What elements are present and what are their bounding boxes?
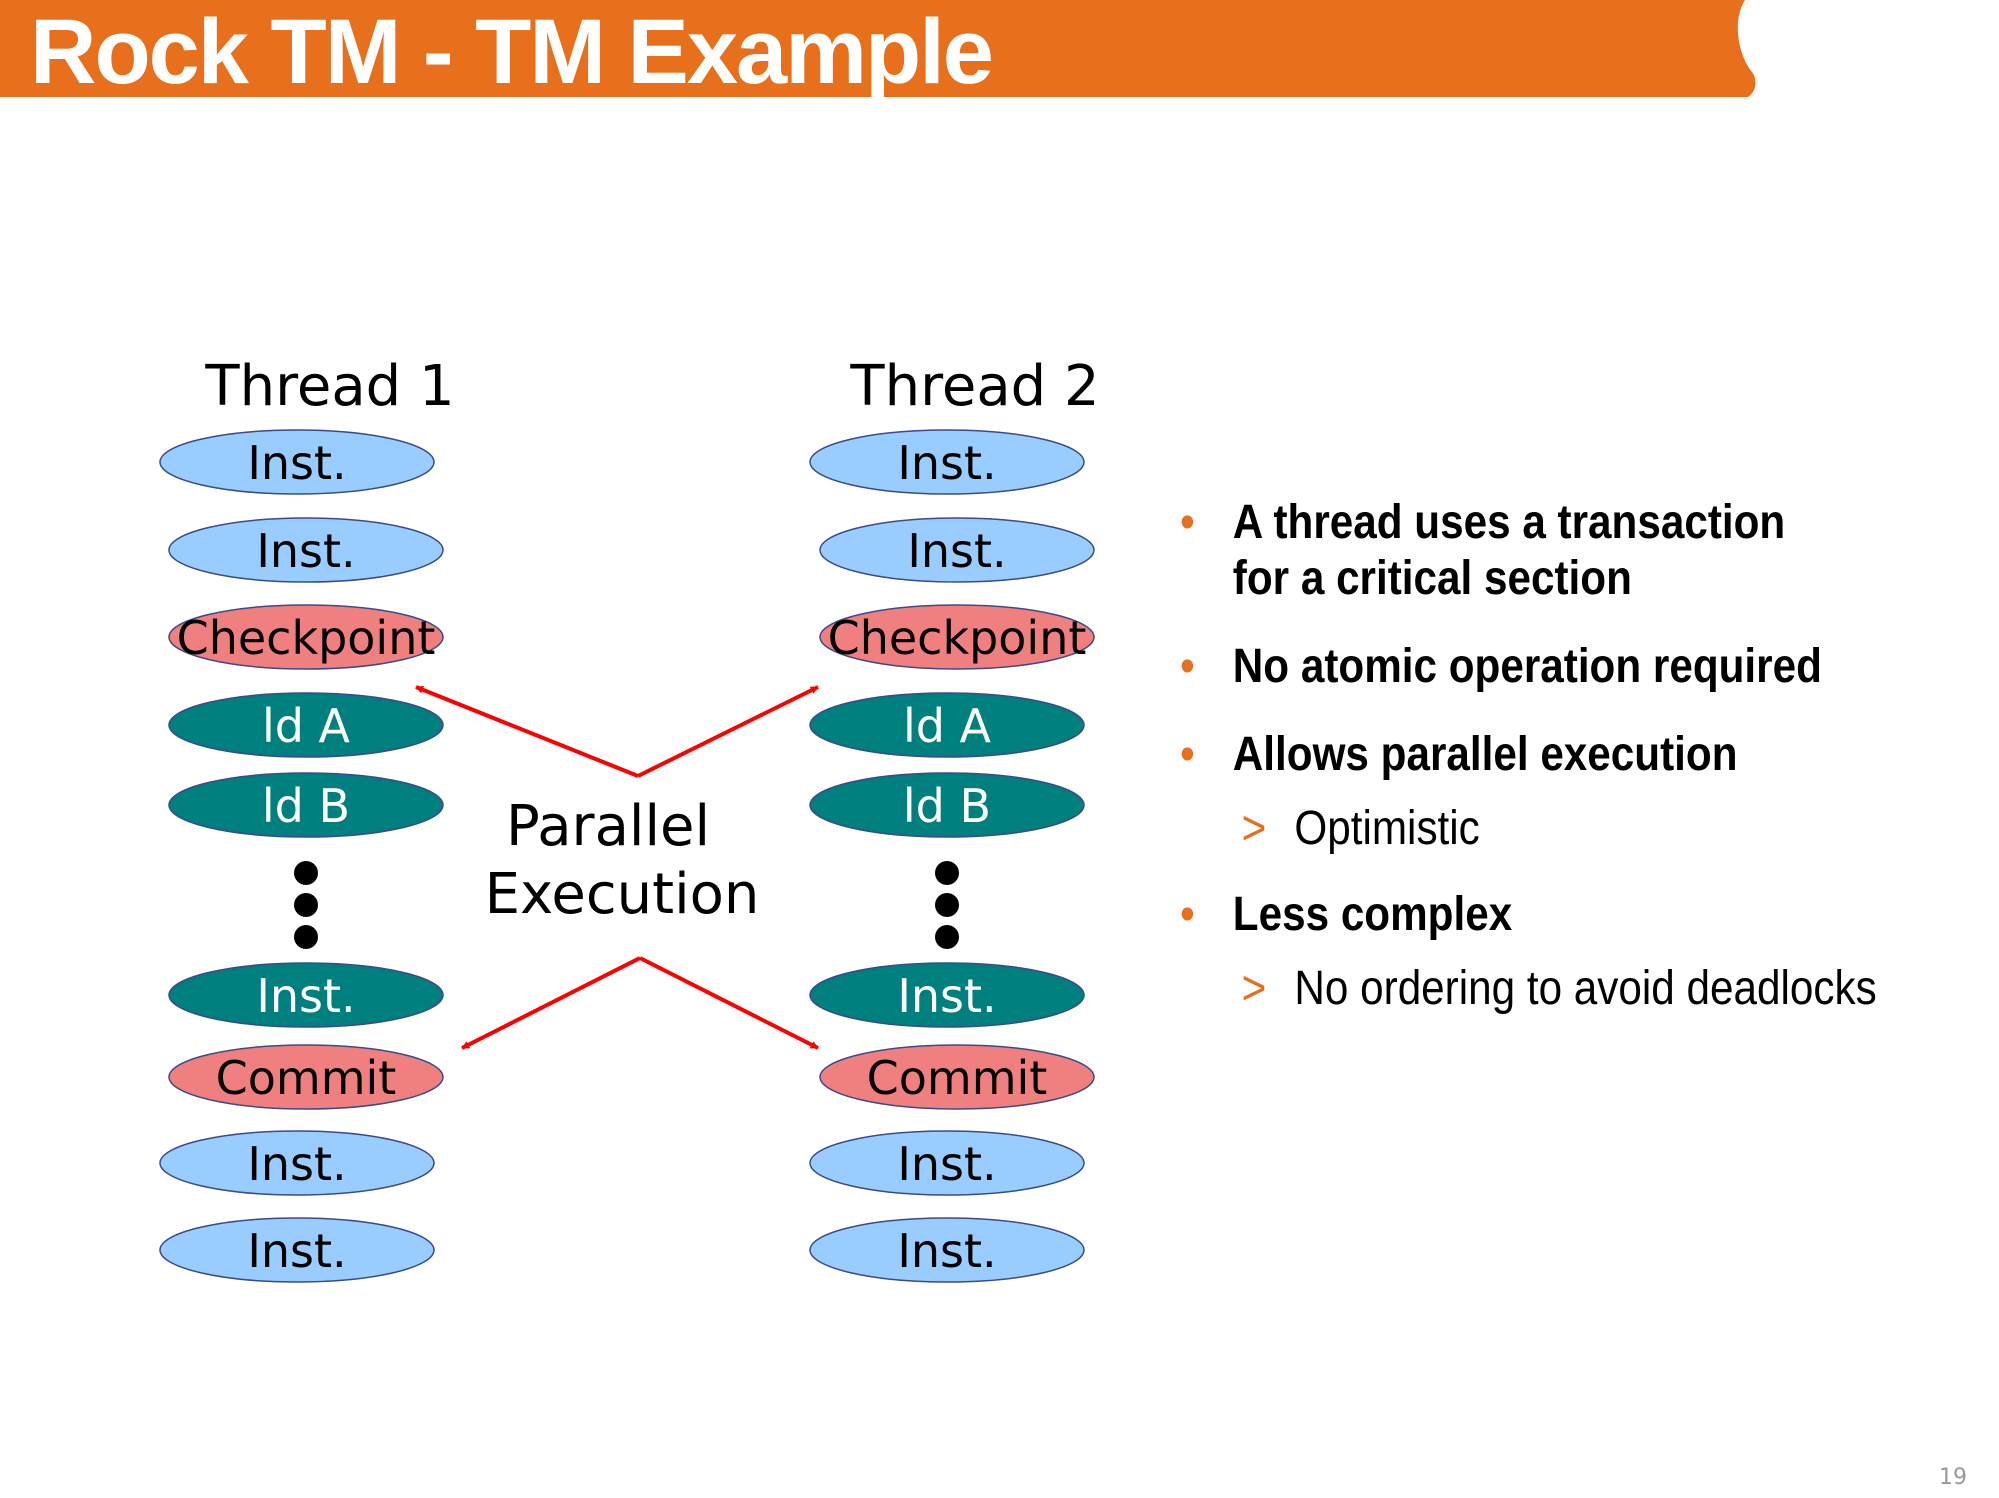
thread-2-load-label: ld A [903, 699, 992, 753]
bullet-item: • No atomic operation required [1180, 639, 1999, 695]
thread-2-ellipsis-dot [935, 925, 959, 949]
thread-1-inst-node [159, 429, 435, 495]
thread-1-load-label: ld A [262, 699, 351, 753]
thread-1: Thread 1 Inst. Inst. Checkpoint ld A ld B Inst… [159, 354, 455, 1283]
thread-1-ellipsis-dot [294, 861, 318, 885]
tm-diagram: Thread 1 Inst. Inst. Checkpoint ld A ld B Inst… [159, 354, 1100, 1283]
thread-2-load-node [809, 772, 1085, 838]
thread-2-load-node [809, 692, 1085, 758]
thread-1-checkpoint-node [168, 604, 444, 670]
thread-1-inst-node [159, 1217, 435, 1283]
arrow-to-checkpoint-2 [637, 685, 819, 778]
bullet-text: Allows parallel execution [1232, 728, 1738, 781]
thread-2-label: Thread 2 [849, 354, 1099, 419]
slide-title: Rock TM - TM Example [30, 1, 994, 103]
arrow-to-checkpoint-1 [415, 685, 639, 778]
thread-1-checkpoint-label: Checkpoint [177, 611, 436, 665]
thread-1-commit-label: Commit [216, 1051, 397, 1105]
thread-1-inst-label: Inst. [247, 1224, 346, 1278]
bullet-marker: • [1180, 728, 1195, 781]
title-bar [0, 0, 1756, 97]
thread-2-inst-label: Inst. [897, 436, 996, 490]
thread-2-load-label: ld B [903, 779, 991, 833]
arrows [415, 685, 819, 1050]
sub-bullet-text: Optimistic [1294, 802, 1480, 855]
thread-1-label: Thread 1 [204, 354, 454, 419]
thread-2-commit-node [819, 1044, 1095, 1110]
bullet-text: Less complex [1232, 888, 1513, 941]
thread-1-load-label: ld B [262, 779, 350, 833]
thread-1-load-node [168, 962, 444, 1028]
execution-label: Execution [485, 862, 760, 927]
thread-2-inst-node [809, 1130, 1085, 1196]
arrow-to-commit-1 [461, 956, 641, 1050]
sub-bullet-item: > Optimistic [1180, 801, 1999, 857]
thread-2-checkpoint-node [819, 604, 1095, 670]
thread-1-inst-label: Inst. [256, 524, 355, 578]
thread-2-inst-label: Inst. [897, 1224, 996, 1278]
thread-1-load-node [168, 692, 444, 758]
thread-2-ellipsis-dot [935, 861, 959, 885]
thread-1-inst-label: Inst. [247, 1137, 346, 1191]
thread-1-inst-node [168, 517, 444, 583]
thread-2-checkpoint-label: Checkpoint [828, 611, 1087, 665]
thread-1-load-node [168, 772, 444, 838]
thread-1-commit-node [168, 1044, 444, 1110]
bullet-marker: • [1180, 496, 1195, 549]
thread-2-load-node [809, 962, 1085, 1028]
thread-2-ellipsis-dot [935, 893, 959, 917]
bullet-item: • A thread uses a transaction for a criti… [1180, 495, 1849, 607]
thread-1-inst-label: Inst. [247, 436, 346, 490]
thread-1-load-label: Inst. [256, 969, 355, 1023]
thread-1-ellipsis-dot [294, 925, 318, 949]
arrow-to-commit-2 [639, 956, 819, 1050]
bullet-item: • Allows parallel execution [1180, 727, 1999, 783]
thread-1-inst-node [159, 1130, 435, 1196]
bullet-marker: • [1180, 888, 1195, 941]
thread-2-inst-label: Inst. [897, 1137, 996, 1191]
sub-bullet-text: No ordering to avoid deadlocks [1294, 962, 1877, 1015]
thread-2-load-label: Inst. [897, 969, 996, 1023]
bullet-text: No atomic operation required [1232, 640, 1822, 693]
sub-bullet-marker: > [1241, 962, 1267, 1015]
parallel-label: Parallel [506, 794, 710, 859]
sub-bullet-item: > No ordering to avoid deadlocks [1180, 961, 1999, 1017]
thread-2-inst-node [809, 429, 1085, 495]
bullet-item: • Less complex [1180, 887, 1999, 943]
thread-1-ellipsis-dot [294, 893, 318, 917]
page-number: 19 [1939, 1465, 1967, 1490]
bullet-marker: • [1180, 640, 1195, 693]
thread-2-inst-node [809, 1217, 1085, 1283]
thread-2: Thread 2 Inst. Inst. Checkpoint ld A ld B Inst… [809, 354, 1100, 1283]
sub-bullet-marker: > [1241, 802, 1267, 855]
thread-2-inst-label: Inst. [907, 524, 1006, 578]
thread-2-inst-node [819, 517, 1095, 583]
thread-2-commit-label: Commit [867, 1051, 1048, 1105]
bullet-text: A thread uses a transaction for a critic… [1232, 496, 1786, 605]
bullet-list: • A thread uses a transaction for a criti… [1180, 495, 1960, 1047]
